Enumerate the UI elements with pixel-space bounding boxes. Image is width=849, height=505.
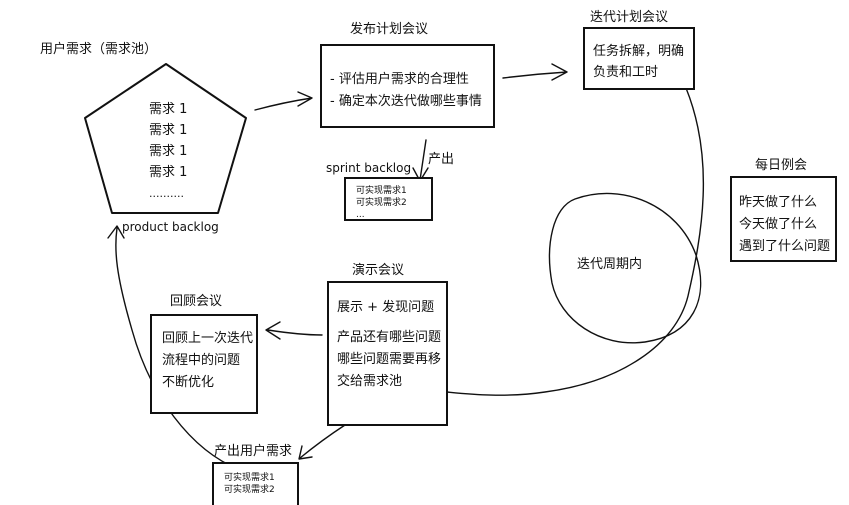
demo-meeting-line: 展示 + 发现问题 <box>337 300 435 315</box>
demo-meeting-title: 演示会议 <box>352 263 405 278</box>
daily-standup-line: 今天做了什么 <box>739 217 818 232</box>
sprint-backlog-title: sprint backlog <box>326 161 412 175</box>
sprint-backlog-box: 可实现需求1 可实现需求2 ... <box>344 177 433 221</box>
list-item: ... <box>356 210 365 220</box>
list-item: 需求 1 <box>149 165 188 180</box>
product-backlog-label: product backlog <box>122 220 219 234</box>
list-item: 可实现需求2 <box>356 198 407 208</box>
retro-meeting-line: 回顾上一次迭代 <box>162 331 254 346</box>
arrow-demo-to-retro <box>265 321 323 340</box>
daily-standup-line: 遇到了什么问题 <box>739 239 831 254</box>
iteration-planning-line: 负责和工时 <box>593 65 659 80</box>
list-item: 可实现需求1 <box>356 186 407 196</box>
daily-standup-box: 昨天做了什么 今天做了什么 遇到了什么问题 <box>730 176 837 262</box>
output-needs-box: 可实现需求1 可实现需求2 <box>212 462 299 505</box>
list-item: 需求 1 <box>149 123 188 138</box>
retro-meeting-line: 不断优化 <box>162 375 215 390</box>
list-item: 可实现需求1 <box>224 473 275 483</box>
arrow-release-to-sprint <box>412 139 429 182</box>
cycle-label: 迭代周期内 <box>577 257 643 272</box>
arrow-output-to-backlog <box>107 225 241 471</box>
demo-meeting-line <box>337 319 441 327</box>
produce-label: 产出 <box>428 152 455 167</box>
backlog-pentagon <box>84 63 247 214</box>
user-needs-title: 用户需求（需求池） <box>40 42 158 57</box>
arrow-backlog-to-release <box>254 91 313 111</box>
arrow-release-to-planning <box>502 63 568 81</box>
iteration-planning-line: 任务拆解，明确 <box>593 44 685 59</box>
demo-meeting-box: 展示 + 发现问题 产品还有哪些问题 哪些问题需要再移 交给需求池 <box>327 281 448 426</box>
list-item: 需求 1 <box>149 102 188 117</box>
iteration-planning-box: 任务拆解，明确 负责和工时 <box>583 27 695 90</box>
release-meeting-box: - 评估用户需求的合理性 - 确定本次迭代做哪些事情 <box>320 44 495 128</box>
release-meeting-title: 发布计划会议 <box>350 22 429 37</box>
output-needs-title: 产出用户需求 <box>214 444 293 459</box>
list-item: 可实现需求2 <box>224 485 275 495</box>
demo-meeting-line: 哪些问题需要再移 <box>337 352 442 367</box>
release-meeting-line: - 确定本次迭代做哪些事情 <box>330 94 482 109</box>
demo-meeting-line: 交给需求池 <box>337 374 403 389</box>
daily-standup-line: 昨天做了什么 <box>739 195 818 210</box>
retro-meeting-title: 回顾会议 <box>170 294 223 309</box>
cycle-loop <box>446 87 705 396</box>
arrow-demo-to-output <box>298 424 346 460</box>
user-needs-list: 需求 1 需求 1 需求 1 需求 1 .......... <box>149 99 187 204</box>
daily-standup-title: 每日例会 <box>755 158 808 173</box>
retro-meeting-box: 回顾上一次迭代 流程中的问题 不断优化 <box>150 314 258 414</box>
iteration-planning-title: 迭代计划会议 <box>590 10 669 25</box>
cycle-bubble <box>548 192 702 344</box>
list-item: .......... <box>149 187 184 200</box>
release-meeting-line: - 评估用户需求的合理性 <box>330 72 469 87</box>
demo-meeting-line: 产品还有哪些问题 <box>337 330 442 345</box>
retro-meeting-line: 流程中的问题 <box>162 353 241 368</box>
list-item: 需求 1 <box>149 144 188 159</box>
